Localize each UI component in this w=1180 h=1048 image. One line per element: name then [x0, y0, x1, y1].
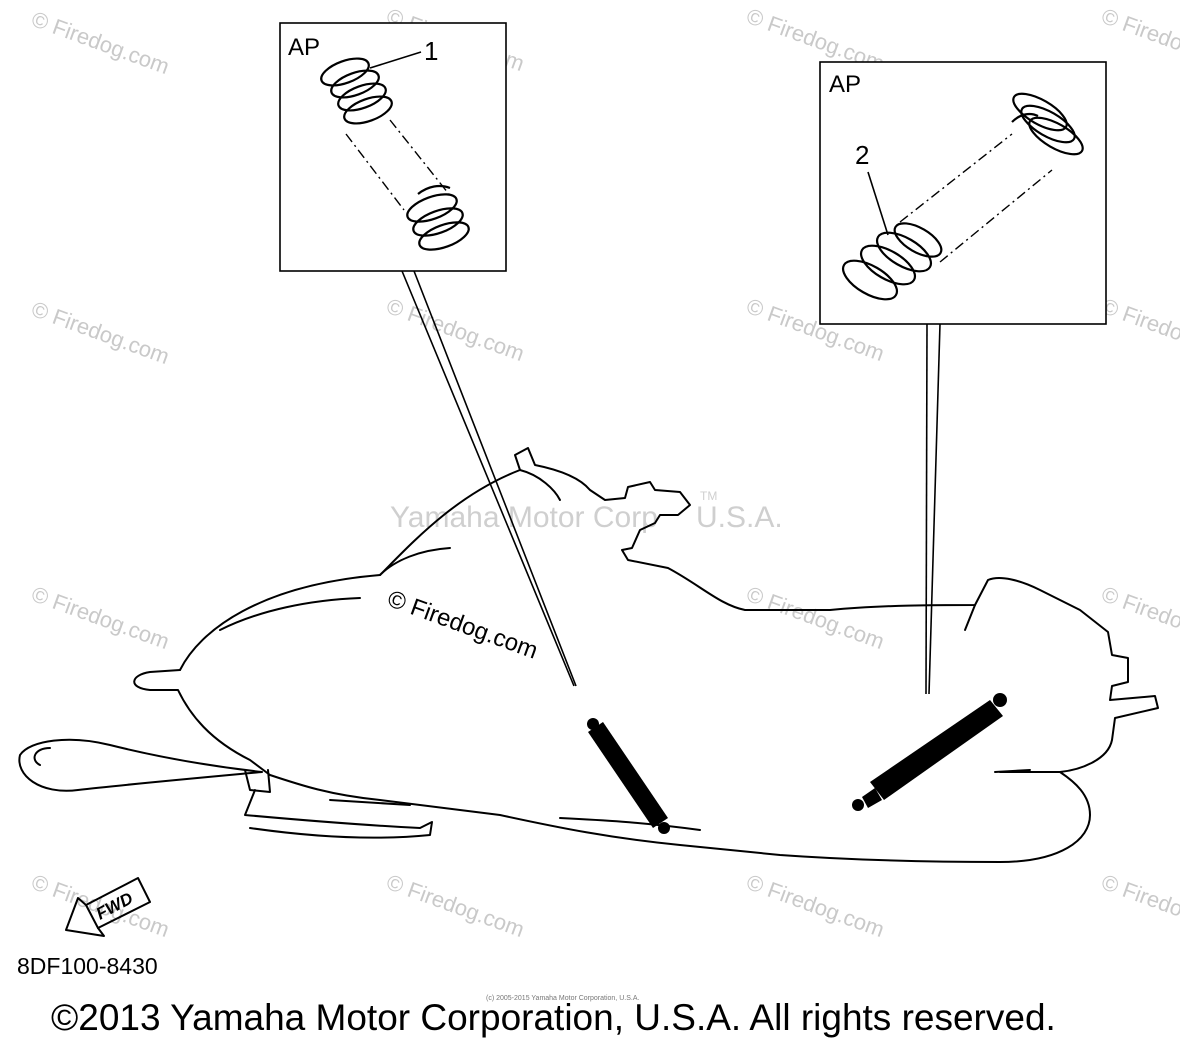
part-number-1: 1: [424, 36, 438, 66]
watermark: © Firedog.com: [1098, 3, 1180, 76]
rear-shock: [852, 693, 1007, 811]
brand-watermark-text: Yamaha Motor Corp: [390, 501, 658, 534]
watermark: © Firedog.com: [1098, 869, 1180, 942]
watermark: © Firedog.com: [743, 581, 887, 654]
brand-watermark-tm: TM: [700, 489, 717, 503]
watermark: © Firedog.com: [28, 296, 172, 369]
callout-box-2: AP 2: [819, 61, 1107, 325]
leader-lines: [401, 270, 941, 695]
part-number-2: 2: [855, 140, 869, 170]
callout-box-1: AP 1: [279, 22, 507, 272]
watermark: © Firedog.com: [28, 6, 172, 79]
brand-watermark-suffix: U.S.A.: [696, 501, 783, 534]
center-watermark: © Firedog.com: [384, 585, 541, 664]
watermark: © Firedog.com: [383, 869, 527, 942]
brand-watermark: Yamaha Motor Corp TM U.S.A.: [390, 489, 783, 534]
watermark: © Firedog.com: [1098, 293, 1180, 366]
copyright-notice: ©2013 Yamaha Motor Corporation, U.S.A. A…: [51, 997, 1056, 1038]
snowmobile-outline: [18, 447, 1159, 863]
watermark: © Firedog.com: [28, 581, 172, 654]
watermark: © Firedog.com: [743, 869, 887, 942]
callout-tag: AP: [829, 71, 861, 98]
front-shock: [587, 718, 670, 834]
diagram-code: 8DF100-8430: [17, 953, 158, 979]
small-copyright: (c) 2005-2015 Yamaha Motor Corporation, …: [486, 995, 639, 1002]
callout-tag: AP: [288, 34, 320, 61]
watermark: © Firedog.com: [383, 293, 527, 366]
